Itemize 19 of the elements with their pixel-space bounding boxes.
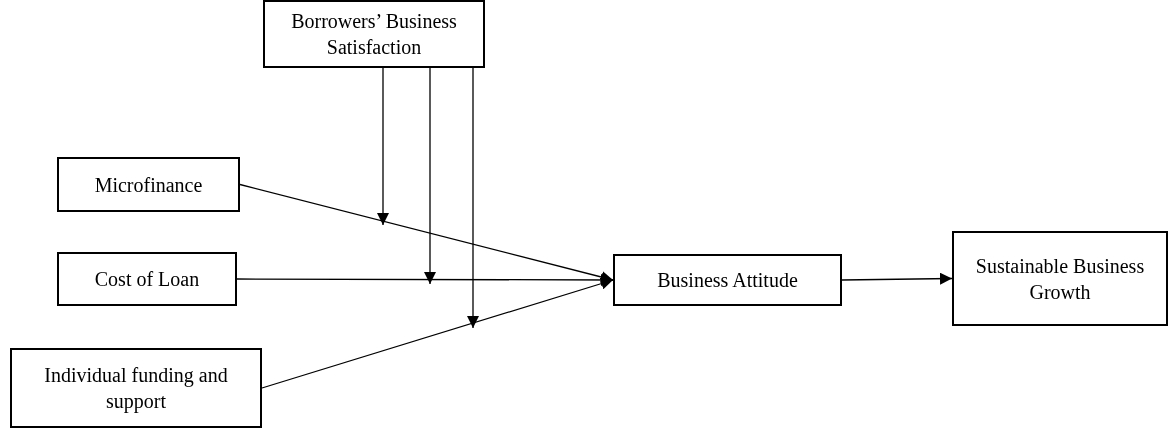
concept-box [10,348,262,428]
concept-box [613,254,842,306]
node-text: Sustainable Business Growth [974,253,1146,305]
arrow [261,277,614,389]
arrow [424,67,436,285]
arrow [467,67,479,329]
concept-box [57,157,240,212]
concept-box [952,231,1168,326]
arrow [236,273,614,286]
arrow [841,272,953,285]
arrow [239,183,614,283]
concept-box [57,252,237,306]
concept-box [263,0,485,68]
node-text: Borrowers’ Business Satisfaction [290,9,458,60]
arrow [377,67,389,226]
node-text: Business Attitude [657,268,798,293]
node-text: Microfinance [94,172,203,198]
node-text: Cost of Loan [94,267,200,292]
node-text: Individual funding and support [43,363,229,414]
